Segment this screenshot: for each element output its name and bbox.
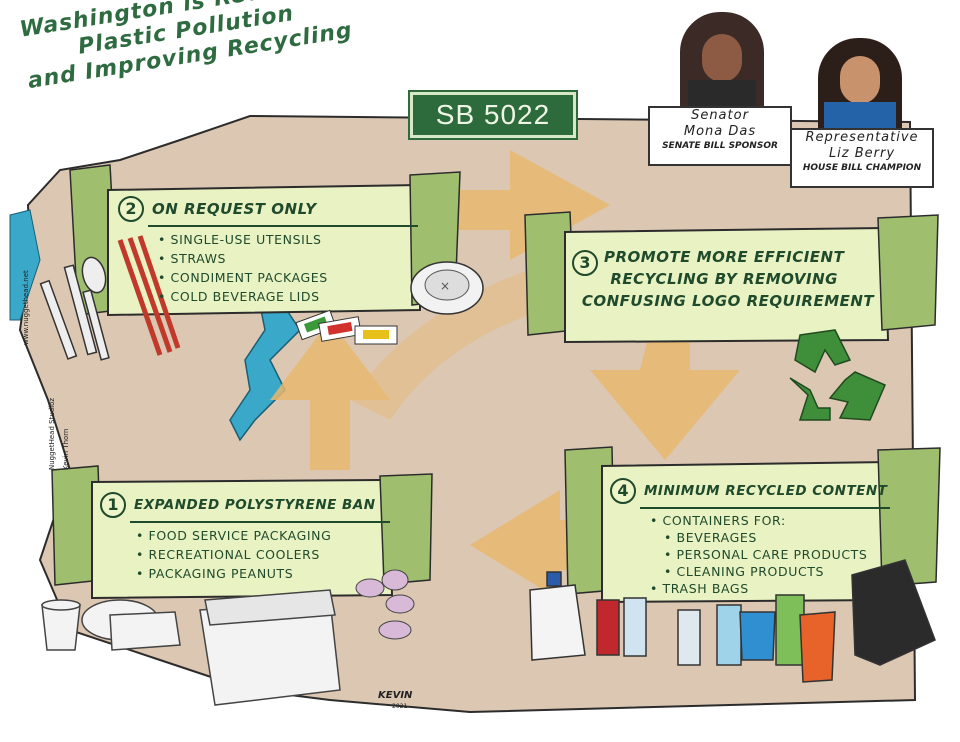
representative-role: HOUSE BILL CHAMPION: [802, 163, 922, 173]
step-3-number: 3: [572, 250, 598, 276]
representative-nameplate: Representative Liz Berry HOUSE BILL CHAM…: [790, 128, 934, 188]
step-4-banner: 4 Minimum Recycled Content Containers fo…: [610, 478, 890, 597]
arrow-left: [270, 320, 390, 470]
credit-artist: Kevin Thorn: [62, 428, 70, 470]
arrow-right: [590, 330, 740, 460]
representative-title: Representative: [805, 130, 919, 145]
step-3-title-line-3: Confusing Logo Requirement: [581, 292, 875, 310]
step-4-containers: Containers for:: [650, 512, 890, 529]
step-2-item: Single-Use Utensils: [158, 230, 418, 249]
arrow-top: [450, 150, 610, 260]
puget-sound: [229, 299, 301, 442]
step-1-item: Packaging Peanuts: [136, 564, 390, 583]
banner-3-shape: [524, 211, 939, 344]
credit-site: www.nuggethead.net: [22, 270, 30, 345]
step-4-item: Beverages: [650, 529, 890, 546]
senator-name: Mona Das: [683, 124, 757, 139]
containers-illustration: [529, 559, 936, 683]
step-2-title: On Request Only: [152, 200, 317, 218]
arrow-bottom: [470, 490, 600, 600]
step-4-rule: [640, 507, 890, 509]
arrow-arc: [350, 260, 580, 420]
step-4-number: 4: [610, 478, 636, 504]
step-1-item: Recreational Coolers: [136, 545, 390, 564]
step-1-item: Food Service Packaging: [136, 526, 390, 545]
utensils-illustration: [39, 256, 110, 361]
step-2-rule: [148, 225, 418, 227]
step-3-banner: 3 Promote More Efficient Recycling by Re…: [572, 246, 884, 312]
step-4-item: Cleaning Products: [650, 563, 890, 580]
senator-role: SENATE BILL SPONSOR: [662, 141, 778, 151]
step-1-title: Expanded Polystyrene Ban: [134, 497, 376, 513]
representative-name: Liz Berry: [828, 146, 896, 161]
step-2-banner: 2 On Request Only Single-Use Utensils St…: [118, 196, 418, 306]
step-1-banner: 1 Expanded Polystyrene Ban Food Service …: [100, 492, 390, 583]
coast-water: [9, 209, 41, 321]
credit-studio: NuggetHead Studioz: [48, 397, 56, 470]
senator-title: Senator: [691, 108, 749, 123]
step-2-item: Straws: [158, 249, 418, 268]
step-4-last-item: Trash Bags: [650, 580, 890, 597]
foam-containers-illustration: [41, 589, 341, 706]
step-1-number: 1: [100, 492, 126, 518]
bill-sign: SB 5022: [408, 90, 578, 140]
step-2-item: Cold Beverage Lids: [158, 287, 418, 306]
senator-nameplate: Senator Mona Das SENATE BILL SPONSOR: [648, 106, 792, 166]
step-1-rule: [130, 521, 390, 523]
cup-lid-illustration: ×: [410, 261, 484, 315]
step-4-title: Minimum Recycled Content: [644, 483, 888, 499]
recycle-symbol-icon: [789, 329, 886, 421]
step-3-title-line-2: Recycling by Removing: [610, 270, 838, 288]
artist-signature: Kevin: [378, 690, 413, 701]
svg-text:×: ×: [440, 279, 450, 293]
avatar-senator: [680, 12, 764, 108]
step-2-item: Condiment Packages: [158, 268, 418, 287]
step-2-number: 2: [118, 196, 144, 222]
step-3-title-line-1: Promote More Efficient: [604, 248, 845, 266]
signature-year: 2021: [392, 703, 408, 710]
avatar-representative: [818, 38, 902, 130]
packing-peanuts-illustration: [355, 569, 415, 640]
condiment-packages: [295, 309, 398, 345]
step-4-item: Personal Care Products: [650, 546, 890, 563]
cycle-arrows: [270, 150, 740, 600]
